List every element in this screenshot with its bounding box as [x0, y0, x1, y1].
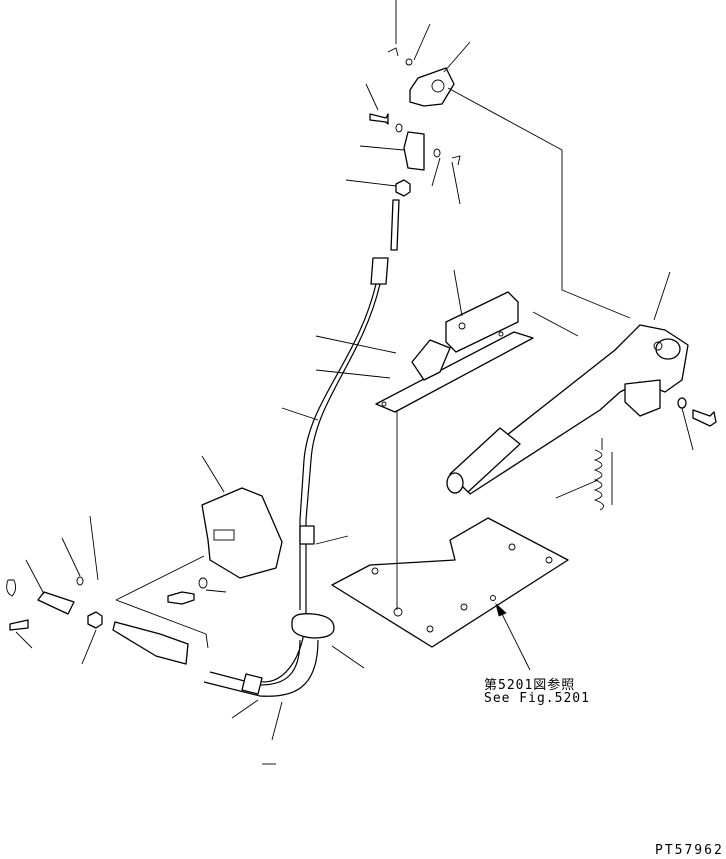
- cable-sleeve-mid: [299, 525, 315, 545]
- lock-nut: [395, 179, 411, 197]
- cable-threaded-rod: [112, 621, 189, 665]
- clevis-pin: [369, 113, 389, 125]
- left-nut: [87, 611, 103, 629]
- left-split-pin: [6, 579, 17, 597]
- lever-pivot-hole: [655, 338, 681, 360]
- cable-ferrule-upper: [370, 257, 389, 285]
- lever-washer: [677, 397, 687, 409]
- lever-bracket-clip: [411, 339, 451, 381]
- return-spring: [593, 438, 613, 511]
- lever-hole-small: [653, 341, 663, 351]
- bracket-slot: [213, 529, 235, 541]
- cable-end-fitting: [241, 673, 263, 695]
- leader-lines: [15, 0, 694, 765]
- bracket-hole-b: [381, 401, 387, 407]
- reference-label-jp: 第5201図参照: [484, 678, 576, 693]
- bracket-hole-a: [458, 322, 466, 330]
- lever-bolt: [692, 409, 717, 427]
- small-washer: [433, 148, 441, 158]
- lever-bracket-plate: [375, 331, 534, 413]
- floor-plate-holes: [371, 543, 553, 633]
- cable-mount-bracket: [201, 487, 283, 579]
- brake-lever-arm: [454, 324, 689, 495]
- left-pin: [9, 619, 29, 631]
- lever-bracket-upright: [445, 291, 519, 353]
- lever-grip-end: [446, 472, 464, 494]
- cable-threaded-end: [390, 199, 400, 251]
- clevis-hole: [431, 79, 445, 93]
- lower-washer: [198, 577, 208, 589]
- ref-arrow-line: [499, 609, 531, 671]
- upper-washer: [405, 58, 413, 66]
- lower-bolt: [167, 591, 195, 605]
- upper-split-pin: [387, 47, 399, 57]
- diagram-code: PT57962: [655, 843, 724, 858]
- adjuster-block: [403, 131, 425, 171]
- brake-cable-inner: [299, 283, 377, 610]
- small-split-pin: [451, 155, 461, 166]
- floor-plate: [331, 517, 569, 648]
- cable-lower-bend-outer: [203, 639, 319, 697]
- cable-grommet: [291, 613, 335, 639]
- ref-arrow-head: [495, 602, 507, 617]
- reference-label-en: See Fig.5201: [484, 691, 590, 706]
- left-yoke-block: [37, 591, 75, 615]
- clevis-washer: [395, 123, 403, 133]
- bracket-hole-c: [498, 331, 504, 337]
- brake-cable: [254, 283, 381, 683]
- left-washer: [76, 576, 84, 586]
- lever-detent-plate: [624, 379, 661, 417]
